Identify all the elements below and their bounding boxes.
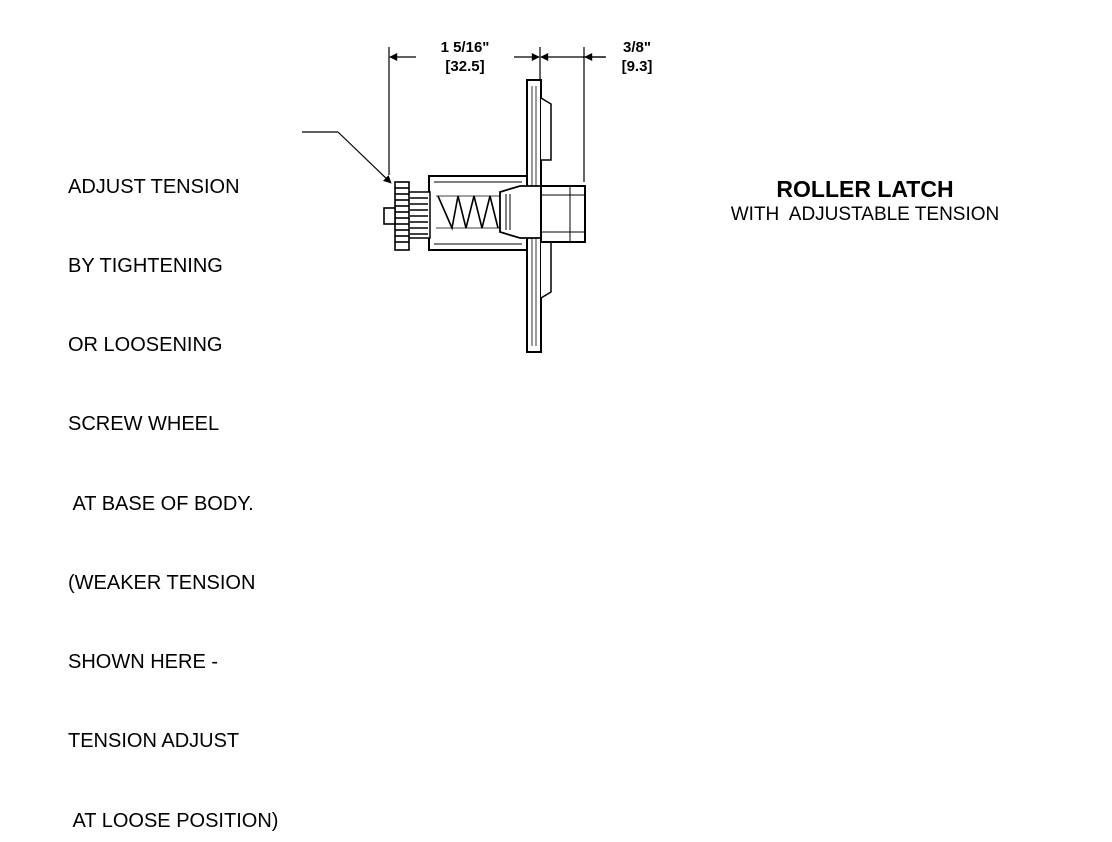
roller-projection-dimension-label: 3/8" [9.3]: [612, 38, 662, 76]
body-length-metric: [32.5]: [445, 58, 485, 75]
product-title-sub: WITH ADJUSTABLE TENSION: [730, 204, 1000, 225]
roller-projection-imperial: 3/8": [623, 39, 651, 56]
product-title: ROLLER LATCH WITH ADJUSTABLE TENSION: [680, 175, 1050, 227]
note-line: TENSION ADJUST: [68, 730, 240, 753]
note-line: (WEAKER TENSION: [68, 571, 256, 594]
roller: [540, 185, 586, 243]
tension-adjust-note: ADJUST TENSION BY TIGHTENING OR LOOSENIN…: [68, 121, 278, 842]
plunger: [499, 185, 542, 239]
note-line: BY TIGHTENING: [68, 255, 223, 278]
roller-projection-metric: [9.3]: [621, 58, 653, 75]
note-line: SHOWN HERE -: [68, 651, 218, 674]
screw-wheel: [394, 181, 410, 251]
roller-latch-drawing: [302, 47, 606, 353]
threaded-collar: [407, 191, 431, 239]
spring: [436, 195, 500, 231]
note-line: ADJUST TENSION: [68, 175, 240, 198]
body-length-dimension-label: 1 5/16" [32.5]: [420, 38, 510, 76]
screw-tip: [383, 207, 396, 225]
note-leader-line: [302, 131, 392, 184]
product-title-main: ROLLER LATCH: [776, 176, 954, 202]
note-line: AT BASE OF BODY.: [68, 492, 254, 515]
body-length-imperial: 1 5/16": [440, 39, 490, 56]
note-line: AT LOOSE POSITION): [68, 809, 279, 832]
note-line: SCREW WHEEL: [68, 413, 220, 436]
note-line: OR LOOSENING: [68, 334, 223, 357]
dimension-body-length: [388, 47, 541, 175]
